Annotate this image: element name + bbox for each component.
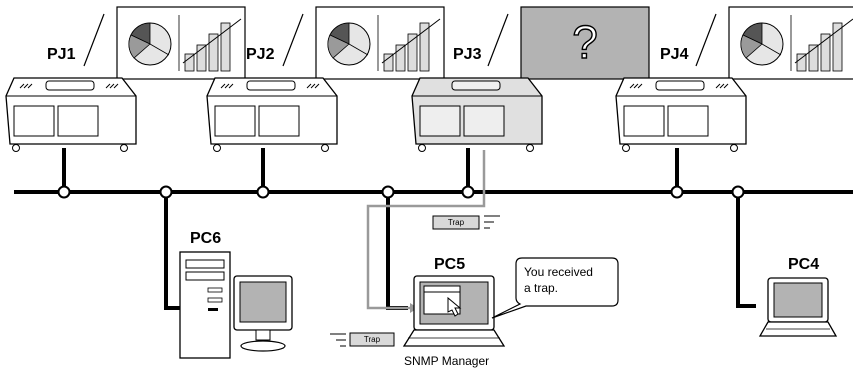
pj1-screen bbox=[83, 6, 246, 80]
trap-path bbox=[366, 150, 486, 310]
pj2-label: PJ2 bbox=[246, 46, 275, 63]
pj3-label: PJ3 bbox=[453, 46, 482, 63]
trap-label-2: Trap bbox=[363, 335, 381, 344]
pj3-question-mark: ? bbox=[572, 16, 598, 68]
pj2-projector bbox=[206, 77, 338, 153]
callout-line-1: You received bbox=[524, 265, 593, 279]
pc6-label: PC6 bbox=[190, 230, 222, 247]
junction-nodes bbox=[57, 185, 745, 199]
callout-bubble bbox=[491, 257, 619, 319]
pc4-label: PC4 bbox=[788, 256, 820, 273]
pj3-screen: ? bbox=[487, 6, 650, 80]
pj2-screen bbox=[282, 6, 445, 80]
pj4-label: PJ4 bbox=[660, 46, 689, 63]
callout-line-2: a trap. bbox=[524, 281, 559, 295]
trap-label-1: Trap bbox=[447, 218, 465, 227]
pj1-label: PJ1 bbox=[47, 46, 76, 63]
pc5-label: PC5 bbox=[434, 256, 466, 273]
pj4-screen bbox=[695, 6, 853, 80]
pc5-laptop bbox=[402, 275, 506, 347]
snmp-manager-caption: SNMP Manager bbox=[404, 354, 490, 368]
pj4-projector bbox=[615, 77, 747, 153]
trap-packet-1 bbox=[432, 215, 500, 230]
pj1-projector bbox=[5, 77, 137, 153]
callout-text: You received a trap. bbox=[524, 264, 624, 296]
trap-packet-2 bbox=[330, 332, 395, 347]
pc4-laptop bbox=[759, 277, 837, 337]
pj3-projector bbox=[411, 77, 543, 152]
pc6-desktop bbox=[179, 251, 293, 359]
